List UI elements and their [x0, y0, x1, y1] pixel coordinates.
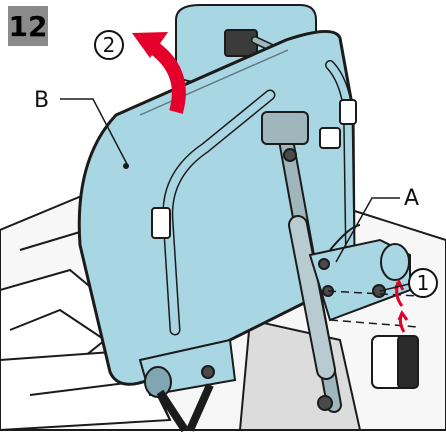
adjustment-dash-lines — [327, 290, 419, 328]
leader-lines — [60, 98, 410, 292]
step-number-badge: 12 — [8, 6, 48, 46]
callout-2: 2 — [94, 30, 124, 60]
gas-spring — [261, 111, 342, 413]
pivot-bracket-left — [138, 338, 237, 433]
label-b: B — [34, 88, 50, 113]
pivot-bracket-right — [308, 224, 411, 322]
callout-1: 1 — [408, 268, 438, 298]
backrest-clips — [151, 99, 357, 239]
control-box — [371, 335, 419, 389]
lift-arrow-icon — [132, 32, 186, 114]
label-a: A — [404, 186, 420, 211]
